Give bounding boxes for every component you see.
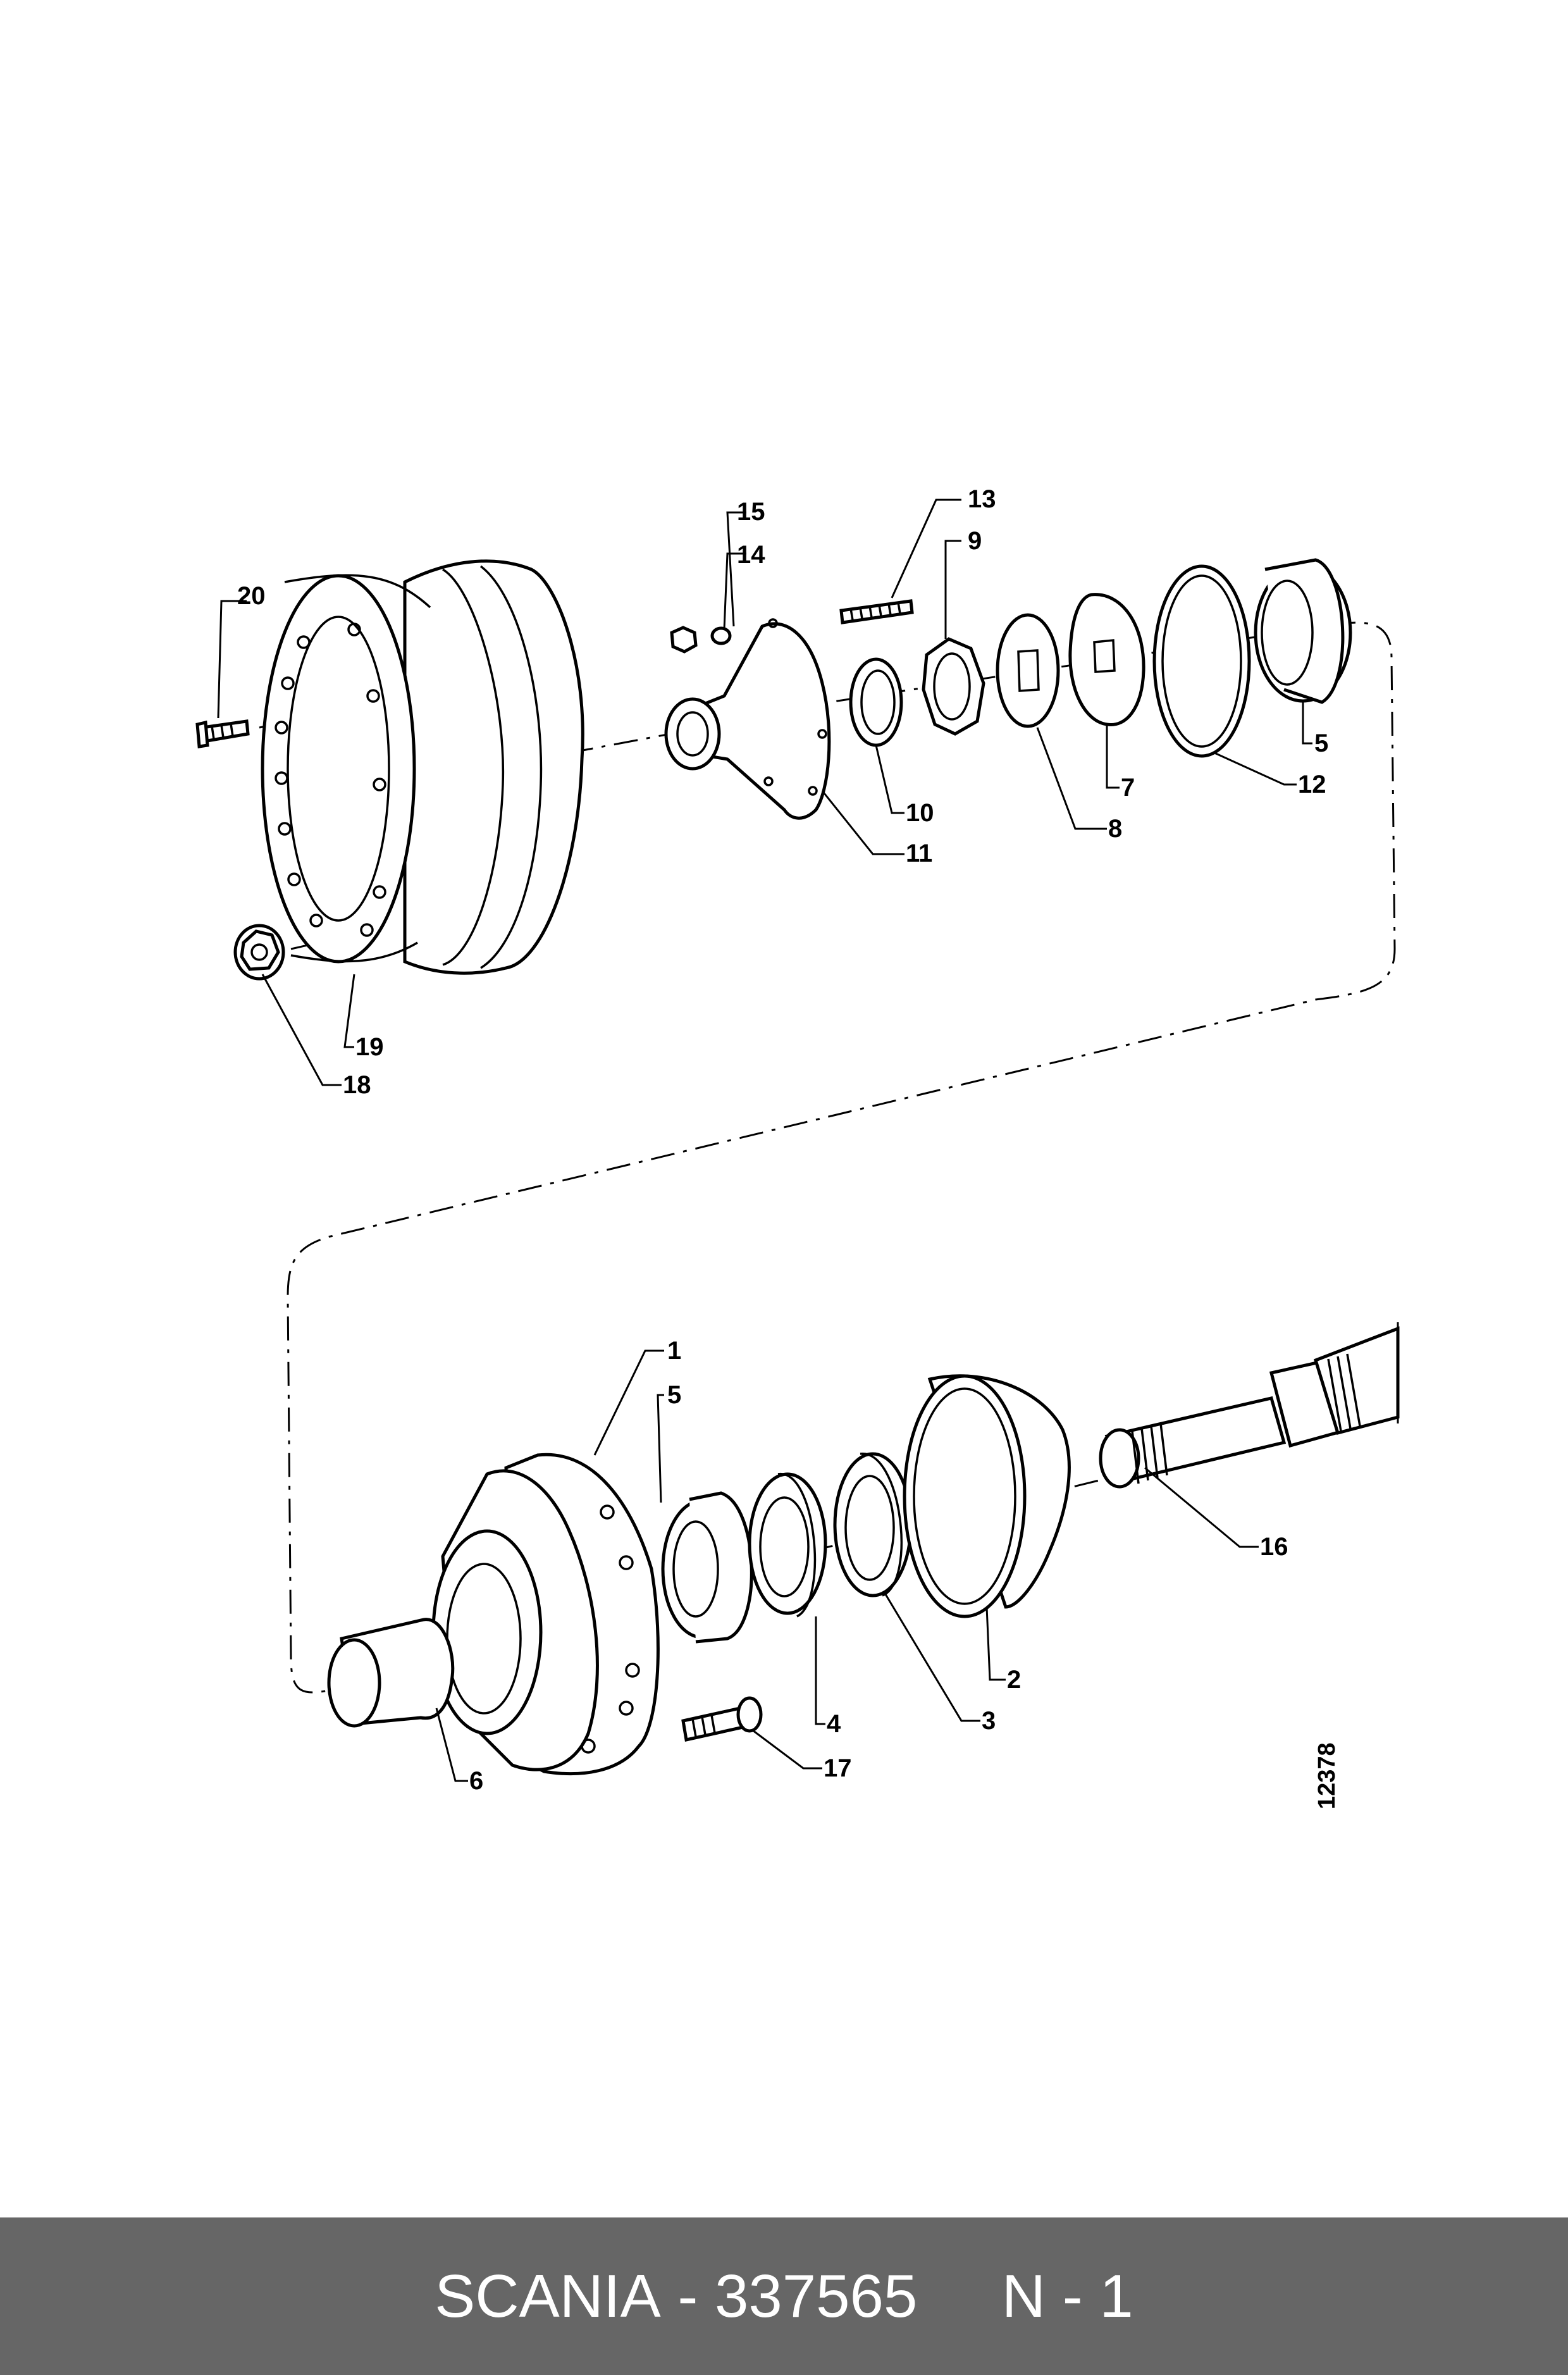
callout-6: 6 (469, 1767, 483, 1795)
callout-18: 18 (343, 1071, 371, 1099)
dust-cover (903, 1374, 1071, 1618)
footer-separator: - (660, 2262, 715, 2330)
wheel-hub (431, 1453, 660, 1776)
axle-shaft (1099, 1322, 1400, 1489)
lock-nut (670, 626, 698, 654)
footer-gap (917, 2262, 1001, 2331)
tab-washer (996, 613, 1060, 728)
callout-11: 11 (906, 840, 932, 867)
o-ring (1152, 564, 1251, 758)
callout-8: 8 (1108, 815, 1122, 843)
callout-7: 7 (1121, 774, 1135, 802)
lock-plate (1068, 593, 1145, 727)
callout-16: 16 (1260, 1533, 1288, 1561)
hub-cap (664, 618, 831, 820)
inner-bearing (661, 1491, 753, 1644)
callout-1: 1 (667, 1337, 681, 1365)
drawing-number: 12378 (1314, 1742, 1340, 1809)
stud (839, 599, 914, 624)
callout-15: 15 (737, 498, 765, 526)
bushing (327, 1618, 455, 1728)
lock-washer (710, 626, 732, 645)
callout-2: 2 (1007, 1666, 1021, 1694)
callout-5-top: 5 (1314, 729, 1328, 757)
callout-20: 20 (237, 582, 266, 610)
screw (195, 719, 250, 748)
callout-9: 9 (968, 527, 982, 555)
footer-brand: SCANIA (435, 2262, 661, 2330)
inner-seal (748, 1472, 827, 1618)
callout-4: 4 (827, 1710, 841, 1738)
drum-bolt-holes (275, 623, 386, 937)
flange-nut (233, 924, 285, 981)
callout-3: 3 (982, 1707, 996, 1735)
hub-nut (922, 637, 985, 736)
footer-sheet: N - 1 (1001, 2262, 1133, 2330)
callout-12: 12 (1298, 771, 1326, 798)
callout-13: 13 (968, 485, 996, 513)
spacer-ring (833, 1452, 913, 1597)
callout-19: 19 (355, 1033, 384, 1061)
seal-ring (849, 657, 903, 747)
leader-lines (217, 499, 1312, 1782)
exploded-view-diagram: 20 15 14 13 9 10 11 7 8 5 12 19 18 1 5 1… (195, 485, 1400, 1809)
footer-part-number: 337565 (715, 2262, 918, 2330)
callout-14: 14 (737, 541, 765, 569)
outer-bearing (1254, 558, 1352, 704)
callout-10: 10 (906, 799, 934, 827)
brake-drum (261, 559, 584, 975)
callout-17: 17 (824, 1754, 852, 1782)
callout-5-bottom: 5 (667, 1381, 681, 1409)
wheel-bolt (681, 1696, 763, 1742)
footer-bar: SCANIA - 337565 N - 1 (0, 2217, 1568, 2375)
callout-labels: 20 15 14 13 9 10 11 7 8 5 12 19 18 1 5 1… (237, 485, 1340, 1809)
